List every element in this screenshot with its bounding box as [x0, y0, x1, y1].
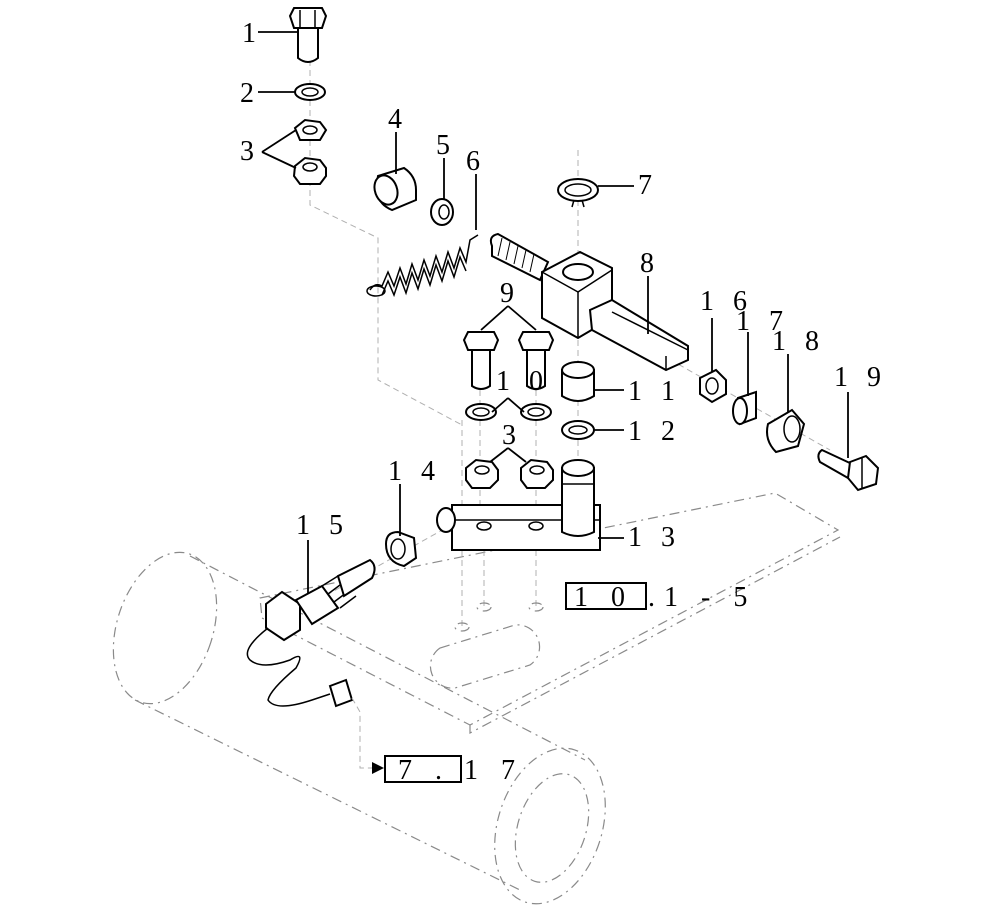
part-9-bolt-left [462, 331, 500, 390]
callout-17: 1 7 [736, 306, 789, 337]
part-4-spacer [373, 166, 417, 212]
callout-4: 4 [388, 104, 408, 135]
reference-box-text: 1 0 . [574, 582, 663, 613]
callout-1: 1 [242, 18, 262, 49]
part-17-spacer [732, 390, 757, 426]
callout-16: 1 6 [700, 286, 753, 317]
part-14-nut [384, 507, 456, 568]
callout-9: 9 [500, 278, 520, 309]
callout-5: 5 [436, 130, 456, 161]
part-3-nut-lower [292, 156, 327, 185]
callout-10: 1 0 [496, 366, 549, 397]
reference-box [384, 755, 462, 783]
callout-12: 1 2 [628, 416, 681, 447]
part-8-lever-arm [489, 232, 689, 372]
callout-labels: 1 2 3 4 5 6 7 8 9 1 0 1 1 1 2 3 1 3 1 4 … [240, 18, 887, 553]
part-5-bushing [430, 198, 454, 226]
part-6-spring [366, 234, 479, 298]
part-10-washer-right [520, 403, 552, 421]
part-2-washer [294, 83, 326, 101]
callout-19: 1 9 [834, 362, 887, 393]
reference-tail-text: 1 - 5 [664, 582, 755, 613]
callout-8: 8 [640, 248, 660, 279]
phantom-tube-and-plate [112, 420, 841, 905]
callout-3-lower: 3 [502, 420, 522, 451]
part-7-circlip [557, 178, 599, 208]
reference-7-17[interactable]: 7 . 1 7 [384, 755, 523, 786]
callout-7: 7 [638, 170, 658, 201]
callout-11: 1 1 [628, 376, 681, 407]
callout-15: 1 5 [296, 510, 349, 541]
part-10-washer-left [465, 403, 497, 421]
callout-3-upper: 3 [240, 136, 260, 167]
reference-box [565, 582, 647, 610]
part-16-nut [699, 368, 727, 404]
reference-10-1-5[interactable]: 1 0 . 1 - 5 [565, 582, 755, 613]
reference-box-text: 7 . [398, 755, 450, 786]
leader-lines [258, 31, 849, 774]
part-1-bolt [288, 7, 328, 63]
reference-tail-text: 1 7 [464, 755, 523, 786]
part-19-bolt [817, 448, 880, 492]
part-9-bolt-right [517, 331, 555, 390]
part-3-nut-upper [293, 118, 328, 141]
part-11-bushing [561, 361, 595, 402]
part-18-bushing [766, 408, 806, 454]
part-15-sensor [246, 558, 376, 708]
callout-14: 1 4 [388, 456, 441, 487]
part-3-nut-right [520, 458, 554, 489]
callout-13: 1 3 [628, 522, 681, 553]
callout-18: 1 8 [772, 326, 825, 357]
callout-6: 6 [466, 146, 486, 177]
callout-2: 2 [240, 78, 260, 109]
part-12-washer [561, 420, 595, 440]
part-13-bracket [451, 459, 601, 551]
part-3-nut-left [465, 458, 499, 489]
